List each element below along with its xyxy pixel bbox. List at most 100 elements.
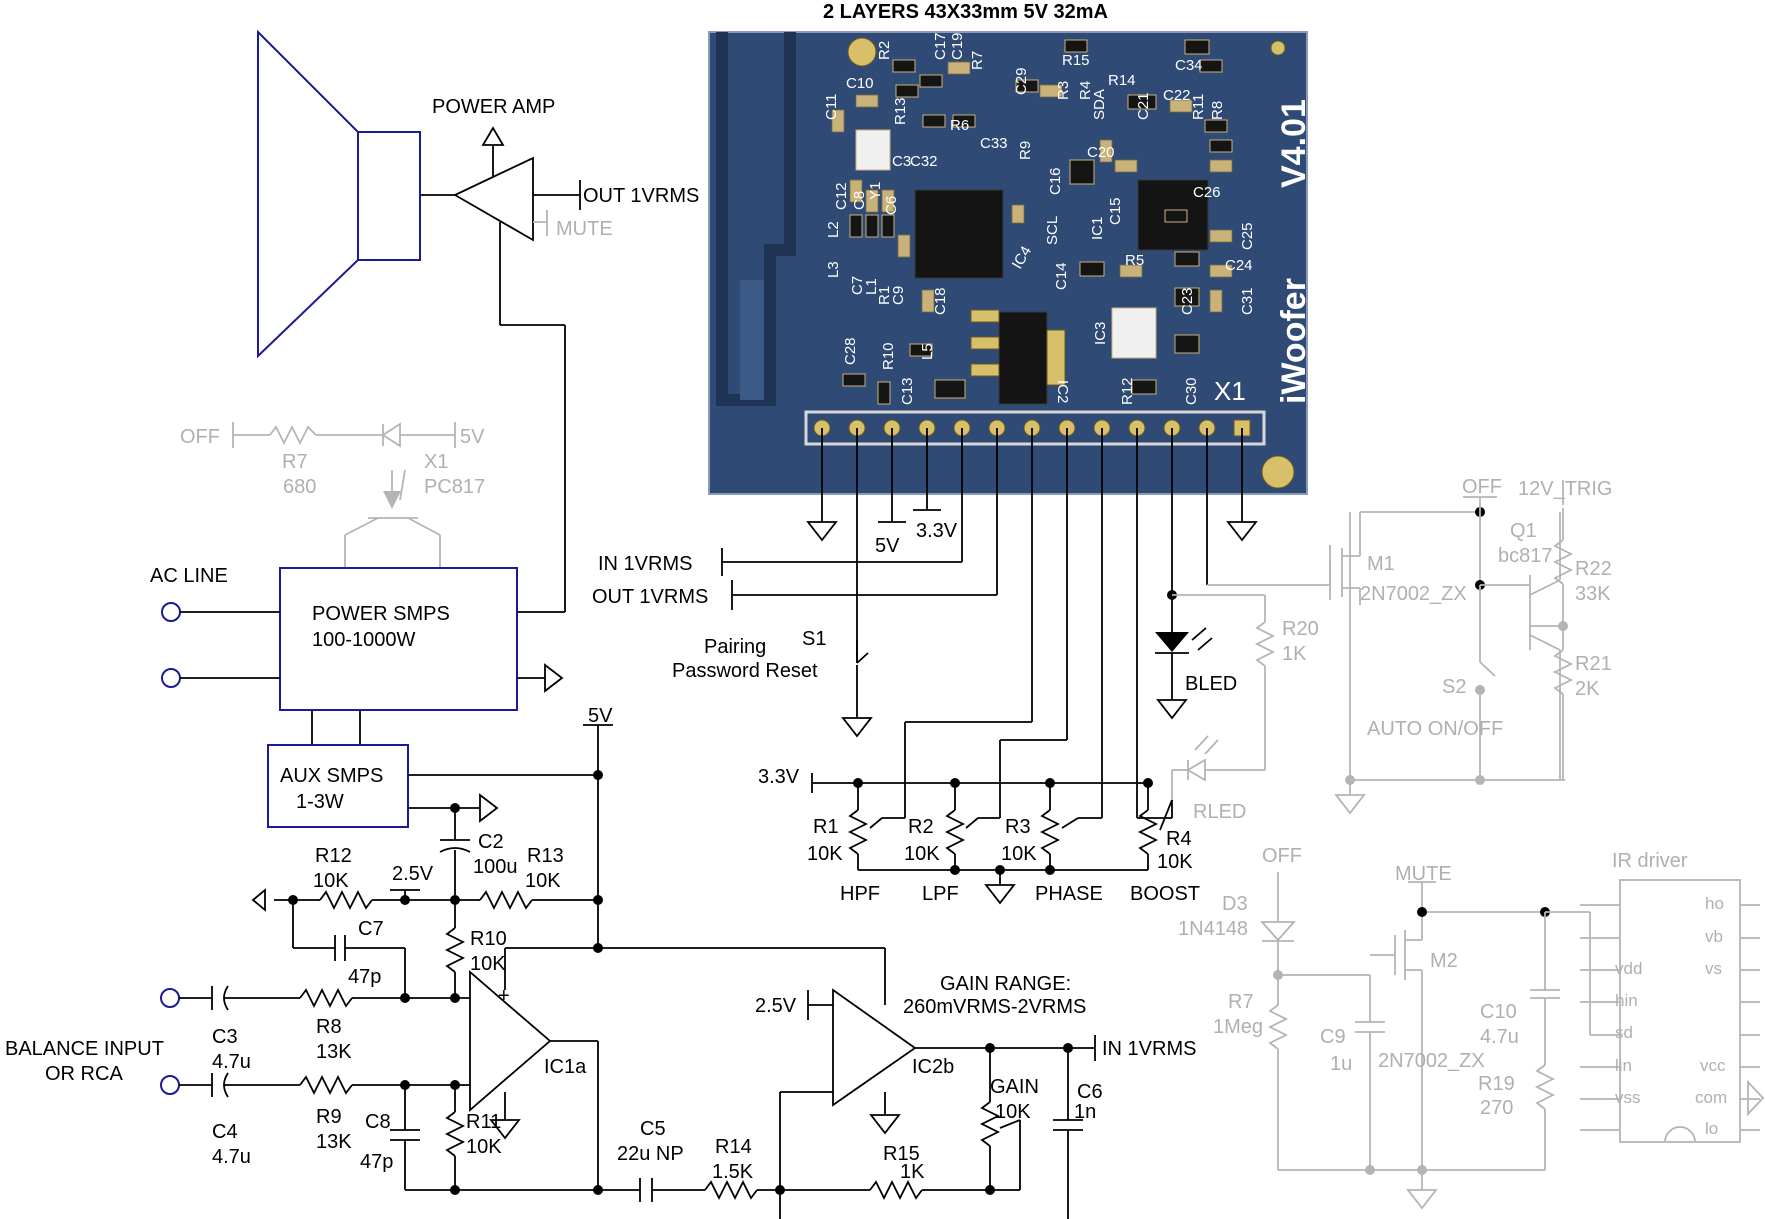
opto-r7: R7 [282,451,308,473]
power-amp [420,126,581,613]
pot-r2-fn: LPF [922,883,959,905]
c3-val: 4.7u [212,1051,251,1073]
pot-r3-fn: PHASE [1035,883,1103,905]
svg-text:C25: C25 [1239,222,1256,250]
svg-text:C23: C23 [1179,287,1196,315]
pot-r3-ref: R3 [1005,816,1031,838]
svg-text:C33: C33 [980,135,1008,152]
mount-hole-2 [1270,40,1286,56]
svg-text:vss: vss [1615,1088,1641,1107]
r15-val: 1K [900,1161,925,1183]
auto-off: OFF [1462,476,1502,498]
header-wiring [721,428,1330,819]
pot-r1-ref: R1 [813,816,839,838]
ic2-pin [970,309,1000,323]
hdr-3v3: 3.3V [916,520,958,542]
s1-label: S1 [802,628,826,650]
svg-text:R4: R4 [1077,81,1094,100]
amp-out-label: OUT 1VRMS [583,185,699,207]
opto-5v: 5V [460,426,485,448]
c7-label: C7 [358,918,384,940]
aux-smps-range: 1-3W [296,791,344,813]
svg-text:R9: R9 [1017,141,1034,160]
r12-label: R12 [315,845,352,867]
s2-label: S2 [1442,676,1466,698]
svg-text:C10: C10 [846,75,874,92]
balance-label: BALANCE INPUT [5,1038,164,1060]
svg-text:C3: C3 [892,153,911,170]
svg-text:C34: C34 [1175,57,1203,74]
r11-label: R11 [466,1111,501,1133]
c5-label: C5 [640,1118,666,1140]
svg-text:hin: hin [1615,991,1638,1010]
svg-text:IC2: IC2 [1054,380,1071,403]
svg-text:C26: C26 [1193,184,1221,201]
svg-text:R12: R12 [1119,377,1136,405]
svg-text:C22: C22 [1163,87,1191,104]
c8-label: C8 [365,1111,391,1133]
c9-label: C9 [1320,1026,1346,1048]
c6-label: C6 [1077,1081,1103,1103]
gain-val: 10K [995,1101,1031,1123]
svg-text:L3: L3 [825,261,842,278]
svg-text:sd: sd [1615,1023,1633,1042]
c7-val: 47p [348,966,381,988]
rled-label: RLED [1193,801,1246,823]
svg-text:R1: R1 [876,286,893,305]
pot-r3-val: 10K [1001,843,1037,865]
r12-val: 10K [313,870,349,892]
preamp-in-label: IN 1VRMS [1102,1038,1196,1060]
opto-x1-val: PC817 [424,476,485,498]
speaker-symbol [257,29,421,359]
svg-text:C12: C12 [833,182,850,210]
r19-val: 270 [1480,1097,1513,1119]
ir-title: IR driver [1612,850,1688,872]
svg-text:lo: lo [1705,1119,1718,1138]
svg-text:IC1: IC1 [1089,217,1106,240]
io-out-label: OUT 1VRMS [592,586,708,608]
preamp-wiring [160,724,1096,1219]
pcb-board: 2 LAYERS 43X33mm 5V 32mA [708,1,1313,495]
pcb-mark: X1 [1214,376,1246,406]
pot-r2-ref: R2 [908,816,934,838]
r21-val: 2K [1575,678,1600,700]
mute-r7-label: R7 [1228,991,1254,1013]
auto-onoff-circuit [1329,480,1574,815]
svg-text:C24: C24 [1225,257,1253,274]
svg-text:C18: C18 [932,287,949,315]
ir-pin-labels: vdd hin sd lin vss ho vb vs vcc com lo [1615,894,1727,1138]
pot-rail: 3.3V [758,766,800,788]
svg-text:C7: C7 [849,276,866,295]
svg-text:L2: L2 [825,221,842,238]
svg-text:vcc: vcc [1700,1056,1726,1075]
svg-text:vs: vs [1705,959,1722,978]
svg-text:C21: C21 [1135,92,1152,120]
v25-label: 2.5V [392,863,434,885]
v25b-label: 2.5V [755,995,797,1017]
q1-val: bc817 [1498,545,1553,567]
pot-r2-val: 10K [904,843,940,865]
hdr-5v: 5V [875,535,900,557]
svg-text:vb: vb [1705,927,1723,946]
io-in-label: IN 1VRMS [598,553,692,575]
gain-range-vals: 260mVRMS-2VRMS [903,996,1086,1018]
pin-header-outline [804,410,1266,446]
svg-text:R6: R6 [950,117,969,134]
gain-range-title: GAIN RANGE: [940,973,1071,995]
opto-circuit [232,422,456,568]
ic2-pin [970,363,1000,377]
pot-r4-fn: BOOST [1130,883,1200,905]
c2-val: 100u [473,856,518,878]
r10-label: R10 [470,928,507,950]
aux-smps-block [267,744,600,828]
amp-mute-label: MUTE [556,218,613,240]
r8-label: R8 [316,1016,342,1038]
m1-label: M1 [1367,553,1395,575]
antenna-trace [716,32,796,406]
r20-label: R20 [1282,618,1319,640]
pcb-brand: iWoofer [1275,278,1313,404]
svg-text:lin: lin [1615,1056,1632,1075]
or-rca-label: OR RCA [45,1063,123,1085]
c6-val: 1n [1074,1101,1096,1123]
c10-val: 4.7u [1480,1026,1519,1048]
